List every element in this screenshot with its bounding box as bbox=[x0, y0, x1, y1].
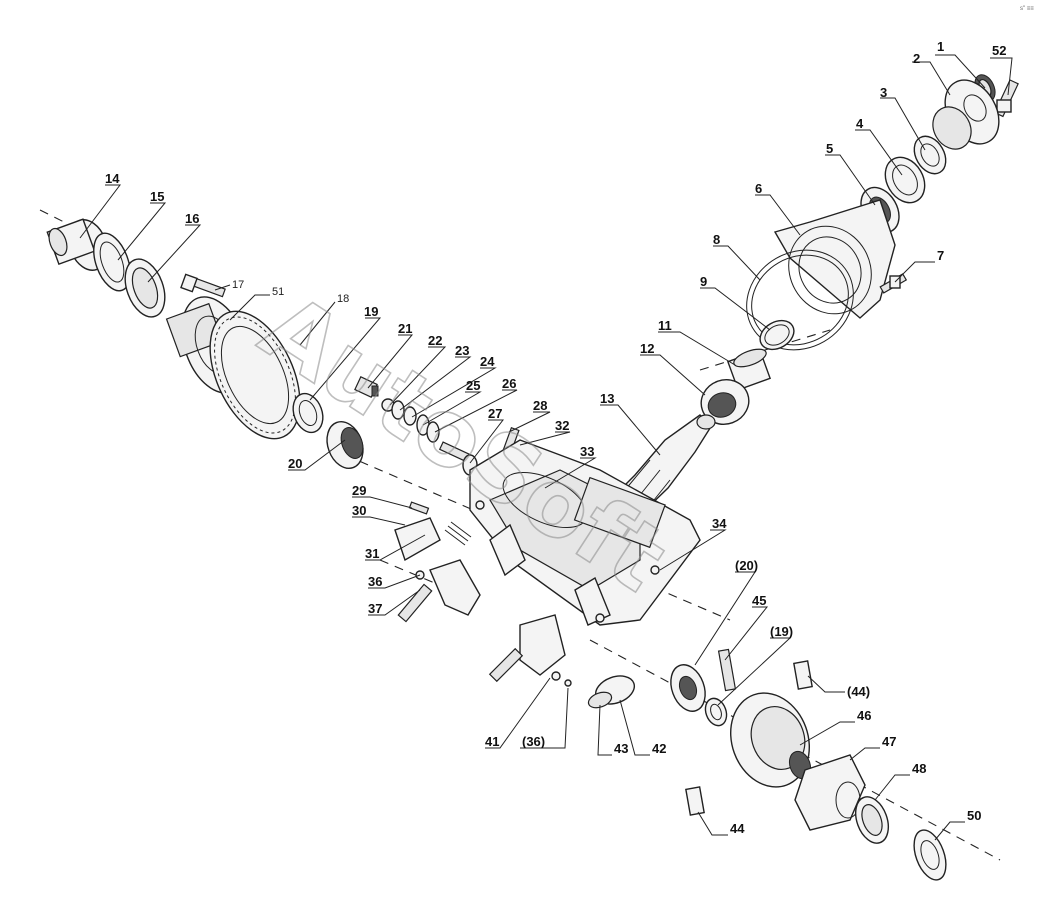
callout-2: 2 bbox=[913, 51, 920, 66]
callout-12: 12 bbox=[640, 341, 654, 356]
part-45-pin bbox=[717, 648, 737, 692]
callout-20-paren: (20) bbox=[735, 558, 758, 573]
part-2-flange bbox=[932, 79, 1000, 150]
callout-31: 31 bbox=[365, 546, 379, 561]
part-20b-gear bbox=[670, 664, 706, 712]
callout-34: 34 bbox=[712, 516, 727, 531]
callout-36: 36 bbox=[368, 574, 382, 589]
corner-mark: s" ≡≡ bbox=[1020, 6, 1034, 12]
part-12-bearing bbox=[700, 379, 750, 425]
part-20-side-gear bbox=[326, 421, 364, 469]
callout-20: 20 bbox=[288, 456, 302, 471]
part-18-ring-gear bbox=[209, 310, 301, 440]
part-33-main-housing bbox=[469, 439, 701, 626]
callout-32: 32 bbox=[555, 418, 569, 433]
callout-26: 26 bbox=[502, 376, 516, 391]
part-46-diff-case bbox=[729, 692, 812, 788]
callout-labels: 1 52 2 3 4 5 6 7 8 9 11 12 13 14 15 16 1… bbox=[105, 39, 1006, 836]
callout-16: 16 bbox=[185, 211, 199, 226]
callout-24: 24 bbox=[480, 354, 495, 369]
callout-14: 14 bbox=[105, 171, 120, 186]
part-19b-washer bbox=[704, 697, 728, 727]
part-21-plug bbox=[354, 376, 379, 398]
callout-48: 48 bbox=[912, 761, 926, 776]
callout-19-paren: (19) bbox=[770, 624, 793, 639]
callout-43: 43 bbox=[614, 741, 628, 756]
callout-21: 21 bbox=[398, 321, 412, 336]
callout-44: 44 bbox=[730, 821, 745, 836]
part-22-23-24-washers bbox=[381, 398, 417, 426]
callout-17: 17 bbox=[232, 279, 244, 291]
callout-11: 11 bbox=[658, 318, 672, 333]
callout-41: 41 bbox=[485, 734, 499, 749]
callout-29: 29 bbox=[352, 483, 366, 498]
callout-33: 33 bbox=[580, 444, 594, 459]
callout-42: 42 bbox=[652, 741, 666, 756]
part-41-caliper bbox=[488, 614, 572, 687]
callout-28: 28 bbox=[533, 398, 547, 413]
callout-4: 4 bbox=[856, 116, 864, 131]
callout-1: 1 bbox=[937, 39, 944, 54]
callout-45: 45 bbox=[752, 593, 766, 608]
part-50-nut bbox=[913, 829, 947, 881]
part-15-ring bbox=[93, 232, 131, 292]
part-29-pin bbox=[408, 501, 430, 515]
part-17-bolt bbox=[180, 273, 226, 298]
part-42-43-disc bbox=[587, 675, 636, 709]
part-11-spacer bbox=[726, 348, 772, 391]
part-8-gasket bbox=[746, 249, 854, 351]
callout-46: 46 bbox=[857, 708, 871, 723]
callout-36-paren: (36) bbox=[522, 734, 545, 749]
part-16-bearing bbox=[124, 258, 166, 318]
watermark: AutoSoft bbox=[243, 274, 685, 613]
part-4-ring bbox=[884, 156, 926, 204]
leader-lines bbox=[79, 54, 1013, 841]
part-47-cover bbox=[794, 754, 866, 831]
callout-19: 19 bbox=[364, 304, 378, 319]
callout-50: 50 bbox=[967, 808, 981, 823]
callout-15: 15 bbox=[150, 189, 164, 204]
part-9-o-ring bbox=[759, 319, 795, 351]
part-48-bearing bbox=[854, 796, 890, 844]
callout-18: 18 bbox=[337, 293, 349, 305]
callout-7: 7 bbox=[937, 248, 944, 263]
callout-37: 37 bbox=[368, 601, 382, 616]
part-52-bolt bbox=[993, 79, 1019, 118]
callout-30: 30 bbox=[352, 503, 366, 518]
callout-51: 51 bbox=[272, 286, 284, 298]
callout-13: 13 bbox=[600, 391, 614, 406]
part-19-washer bbox=[292, 392, 324, 434]
callout-52: 52 bbox=[992, 43, 1006, 58]
callout-44-paren: (44) bbox=[847, 684, 870, 699]
part-36-37-caliper bbox=[397, 559, 481, 623]
callout-5: 5 bbox=[826, 141, 833, 156]
callout-6: 6 bbox=[755, 181, 762, 196]
callout-8: 8 bbox=[713, 232, 720, 247]
part-30-31-fork bbox=[394, 517, 472, 562]
callout-25: 25 bbox=[466, 378, 480, 393]
callout-22: 22 bbox=[428, 333, 442, 348]
callout-47: 47 bbox=[882, 734, 896, 749]
callout-23: 23 bbox=[455, 343, 469, 358]
part-44-pins bbox=[685, 660, 813, 816]
callout-9: 9 bbox=[700, 274, 707, 289]
callout-3: 3 bbox=[880, 85, 887, 100]
callout-27: 27 bbox=[488, 406, 502, 421]
